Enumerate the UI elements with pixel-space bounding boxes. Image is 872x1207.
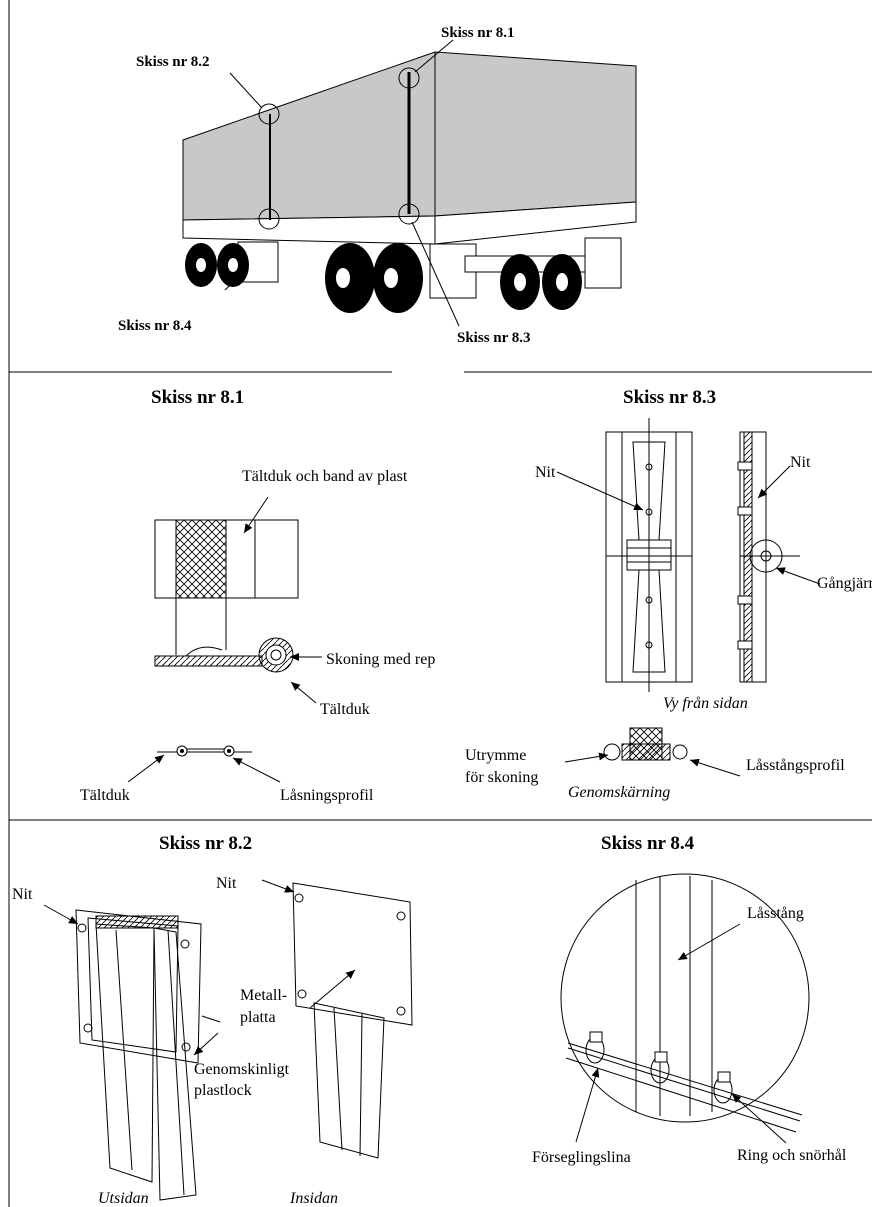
sketch-82-label-metall-2: platta [240,1009,276,1026]
trailer-illustration [182,39,637,327]
sketch-83-label-utrymme-1: Utrymme [465,747,526,764]
sketch-82-label-utsidan: Utsidan [98,1190,149,1207]
callout-label-84: Skiss nr 8.4 [118,318,192,334]
sketch-81-label-band: Tältduk och band av plast [242,468,408,485]
callout-circle-82-bottom [258,208,280,230]
sketch-84-label-lasstang: Låsstång [747,905,804,922]
sketch-82-label-metall-1: Metall- [240,987,287,1004]
sketch-82-drawing [43,879,413,1201]
callout-circle-82-top [258,103,280,125]
sketch-83-label-utrymme-2: för skoning [465,769,538,786]
sketch-82-label-insidan: Insidan [289,1190,338,1207]
sketch-81-title: Skiss nr 8.1 [151,387,244,408]
callout-circle-81 [398,67,420,89]
sketch-82-label-nit-right: Nit [216,875,237,892]
sketch-84-title: Skiss nr 8.4 [601,833,695,854]
sketch-81-label-lasningsprofil: Låsningsprofil [280,787,374,804]
sketch-82-label-genom-2: plastlock [194,1082,252,1099]
sketch-81-label-taltduk-left: Tältduk [80,787,130,804]
callout-label-81: Skiss nr 8.1 [441,25,515,41]
callout-label-82: Skiss nr 8.2 [136,54,210,70]
sketch-82-label-genom-1: Genomskinligt [194,1061,290,1078]
callout-label-83: Skiss nr 8.3 [457,330,531,346]
layout-dividers [8,0,872,1207]
sketch-83-label-gangjarn: Gångjärn [817,575,872,592]
sketch-83-label-vy: Vy från sidan [663,695,748,712]
sketch-83-label-genomskarning: Genomskärning [568,784,670,801]
sketch-81-drawing [127,496,322,783]
sketch-81-label-taltduk-right: Tältduk [320,701,370,718]
sketch-84-label-ring: Ring och snörhål [737,1147,847,1164]
sketch-84-drawing [560,873,810,1144]
sketch-83-drawing [556,418,821,777]
sketch-84-label-forseglingslina: Förseglingslina [532,1149,631,1166]
sketch-83-label-nit-right: Nit [790,454,811,471]
sketch-83-title: Skiss nr 8.3 [623,387,716,408]
sketch-82-title: Skiss nr 8.2 [159,833,252,854]
callout-circle-83 [398,203,420,225]
sketch-81-label-skoning: Skoning med rep [326,651,435,668]
sketch-83-label-lasstangsprofil: Låsstångsprofil [746,757,845,774]
sketch-82-label-nit-left: Nit [12,886,33,903]
sketch-83-label-nit-left: Nit [535,464,556,481]
